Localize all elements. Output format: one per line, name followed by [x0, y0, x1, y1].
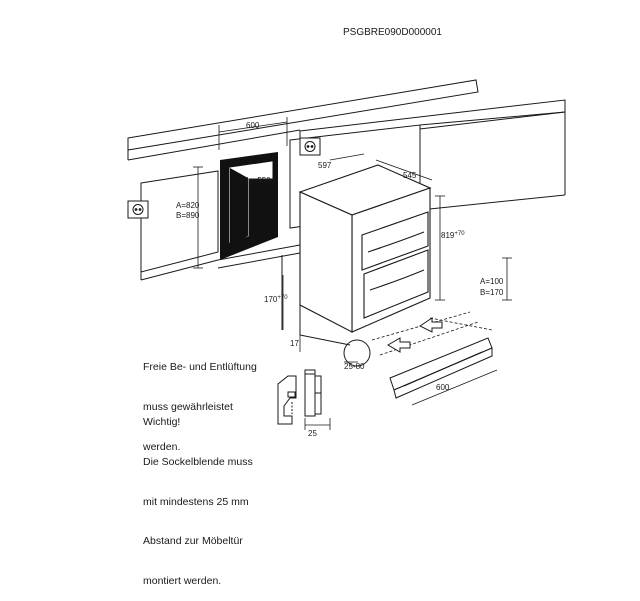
left-cabinet — [140, 170, 219, 281]
dimension-lines — [193, 117, 512, 430]
important-note: Wichtig! Die Sockelblende muss mit minde… — [143, 390, 253, 601]
dim-height-a: A=820 — [176, 201, 200, 210]
note-line: mit mindestens 25 mm — [143, 495, 249, 508]
note-heading: Wichtig! — [143, 416, 181, 429]
vent-arrow-icon — [387, 317, 443, 353]
dim-appliance-width: 545 — [403, 171, 417, 180]
installation-diagram: PSGBRE090D000001 — [127, 27, 566, 438]
note-line: werden. — [143, 440, 181, 453]
socket-right-icon — [299, 137, 321, 156]
ventilation-note: Freie Be- und Entlüftung muss gewährleis… — [143, 335, 257, 467]
note-line: muss gewährleistet — [143, 401, 233, 414]
note-line: Die Sockelblende muss — [143, 456, 253, 469]
dim-niche-depth: min. 550 — [240, 176, 271, 185]
note-line: montiert werden. — [143, 574, 222, 587]
detail-inset — [277, 369, 322, 425]
appliance-body — [298, 164, 432, 333]
socket-left-icon — [127, 200, 149, 219]
dim-appliance-depth: 597 — [318, 161, 332, 170]
dim-plinth-gap: 17 — [290, 339, 299, 348]
dim-plinth-width: 600 — [436, 383, 450, 392]
dim-plinth-height: 170+70 — [264, 295, 288, 304]
dim-plinth-b: B=170 — [480, 288, 504, 297]
part-code: PSGBRE090D000001 — [343, 27, 442, 38]
dim-niche-width: 600 — [246, 121, 260, 130]
niche-recess — [220, 152, 278, 260]
dim-door-gap: 25 — [308, 429, 317, 438]
plinth-panel — [389, 337, 493, 399]
dim-appliance-height: 819+70 — [441, 231, 465, 240]
dim-plinth-a: A=100 — [480, 277, 504, 286]
detail-callout — [343, 339, 371, 367]
dim-vent-offset: 25-80 — [344, 362, 365, 371]
dim-height-b: B=890 — [176, 211, 200, 220]
note-line: Abstand zur Möbeltür — [143, 535, 243, 548]
note-line: Freie Be- und Entlüftung — [143, 361, 257, 374]
